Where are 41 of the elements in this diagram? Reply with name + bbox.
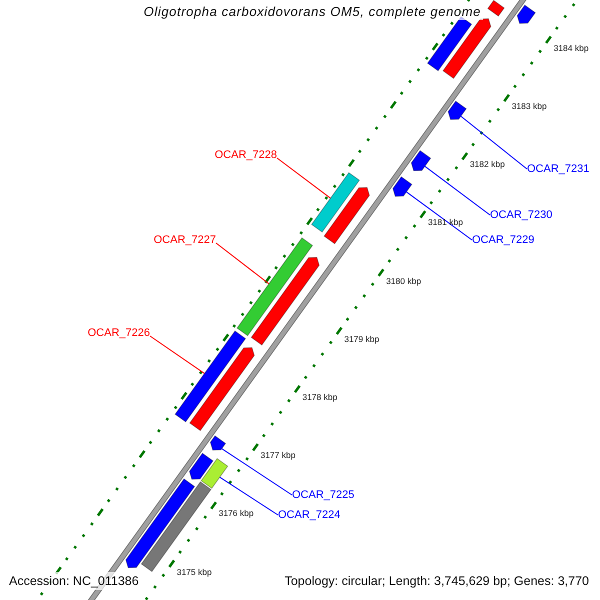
gene-bar: [210, 435, 226, 451]
gene-label: OCAR_7227: [154, 234, 216, 246]
gene-bar: [189, 347, 255, 432]
leader-line: [216, 242, 270, 284]
gene-bar: [442, 18, 492, 79]
scale-label: 3177 kbp: [260, 450, 296, 460]
scale-label: 3180 kbp: [386, 276, 422, 286]
gene-label: OCAR_7231: [527, 163, 590, 175]
gene-bar: [174, 330, 246, 422]
scale-label: 3183 kbp: [512, 100, 547, 111]
gene-label: OCAR_7230: [490, 209, 552, 221]
gene-label: OCAR_7226: [88, 327, 150, 339]
scale-label: 3181 kbp: [428, 217, 463, 228]
scale-label: 3178 kbp: [302, 392, 338, 402]
scale-label: 3179 kbp: [344, 334, 380, 344]
gene-bar: [189, 452, 214, 480]
leader-line: [221, 448, 292, 496]
gene-bar: [487, 0, 505, 17]
leader-line: [276, 158, 331, 199]
gene-bar: [200, 458, 228, 489]
gene-label: OCAR_7225: [292, 489, 354, 501]
scale-label: 3184 kbp: [554, 42, 589, 53]
leader-line: [150, 336, 205, 374]
gene-label: OCAR_7224: [278, 509, 340, 521]
leader-line: [424, 166, 490, 216]
gene-bar: [448, 100, 467, 120]
gene-bar: [125, 478, 196, 568]
gene-label: OCAR_7228: [214, 149, 277, 161]
gene-bar: [410, 150, 432, 172]
gene-bar: [392, 176, 412, 197]
gene-bar: [311, 172, 360, 233]
gene-label: OCAR_7229: [472, 234, 534, 246]
leader-line: [406, 191, 472, 240]
gene-bar: [516, 4, 536, 24]
leader-line: [460, 116, 528, 170]
gene-bar: [236, 237, 314, 336]
scale-label: 3175 kbp: [176, 566, 212, 577]
scale-label: 3182 kbp: [470, 159, 505, 170]
scale-label: 3176 kbp: [218, 508, 254, 518]
gene-bar: [324, 187, 370, 244]
gene-bar: [250, 256, 320, 346]
